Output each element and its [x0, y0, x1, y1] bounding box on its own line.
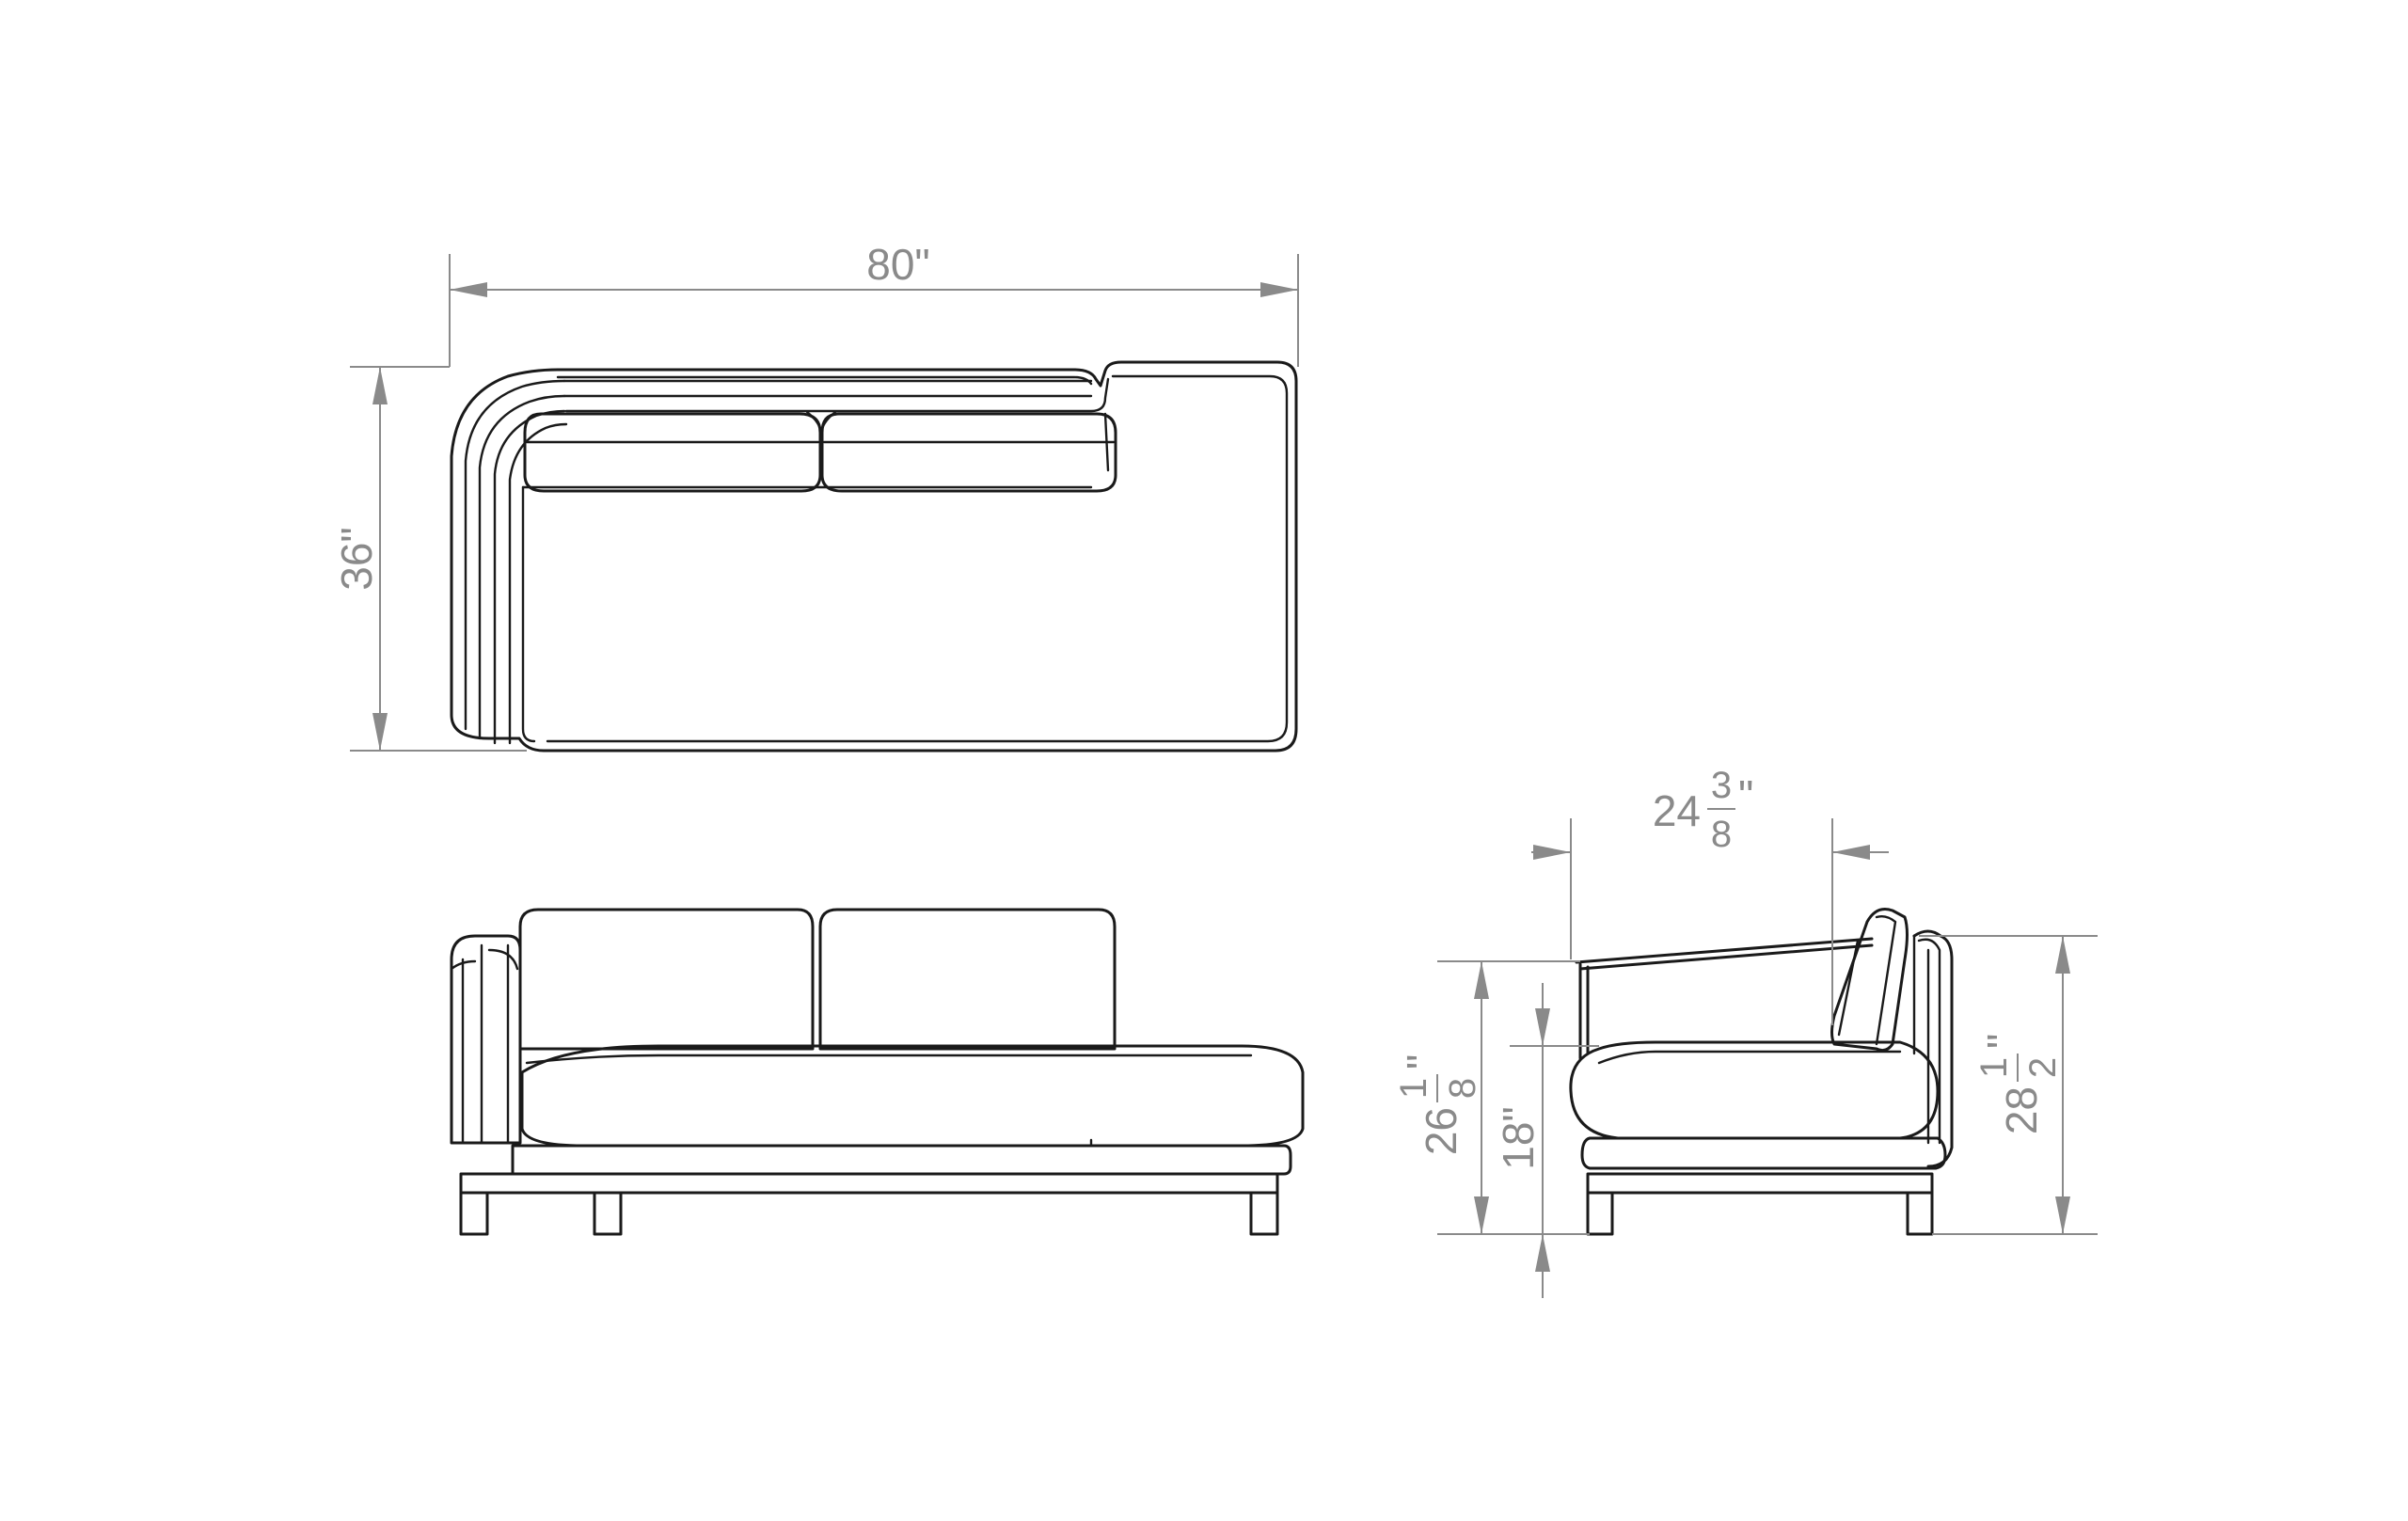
arm-height-denominator: 8	[1442, 1078, 1483, 1099]
arm-height-numerator: 1	[1393, 1078, 1434, 1099]
back-cushion-left-front	[518, 908, 815, 1051]
width-label: 80"	[866, 240, 930, 289]
top-view	[450, 360, 1298, 753]
overall-height-numerator: 1	[1973, 1057, 2015, 1078]
back-cushion-side	[1830, 908, 1909, 1053]
seat-cushion-front	[520, 1044, 1305, 1148]
seat-cushion-side	[1569, 1040, 1940, 1140]
arm-height-whole: 26	[1417, 1107, 1465, 1155]
width-dimension: 80"	[449, 240, 1299, 367]
side-depth-dimension: 24 3 8 "	[1531, 765, 1889, 1025]
side-depth-whole: 24	[1653, 786, 1701, 835]
depth-dimension: 36"	[332, 366, 527, 752]
overall-height-dimension: 28 1 2 "	[1919, 935, 2098, 1235]
seat-height-label: 18"	[1494, 1106, 1543, 1170]
seat-height-dimension: 18"	[1494, 983, 1599, 1298]
depth-label: 36"	[332, 527, 381, 591]
overall-height-unit: "	[1978, 1034, 2027, 1049]
side-depth-denominator: 8	[1711, 814, 1732, 855]
front-view	[450, 908, 1305, 1236]
side-depth-numerator: 3	[1711, 765, 1732, 806]
back-cushion-right-front	[818, 908, 1117, 1051]
overall-height-whole: 28	[1997, 1086, 2046, 1134]
side-view	[1569, 908, 1954, 1236]
overall-height-denominator: 2	[2022, 1057, 2064, 1078]
back-cushion-right-top	[820, 412, 1117, 493]
arm-height-unit: "	[1398, 1054, 1447, 1069]
arm-height-dimension: 26 1 8 "	[1393, 960, 1590, 1235]
arm-front	[450, 934, 522, 1145]
back-cushion-left-top	[523, 412, 822, 493]
side-depth-unit: "	[1738, 771, 1753, 820]
